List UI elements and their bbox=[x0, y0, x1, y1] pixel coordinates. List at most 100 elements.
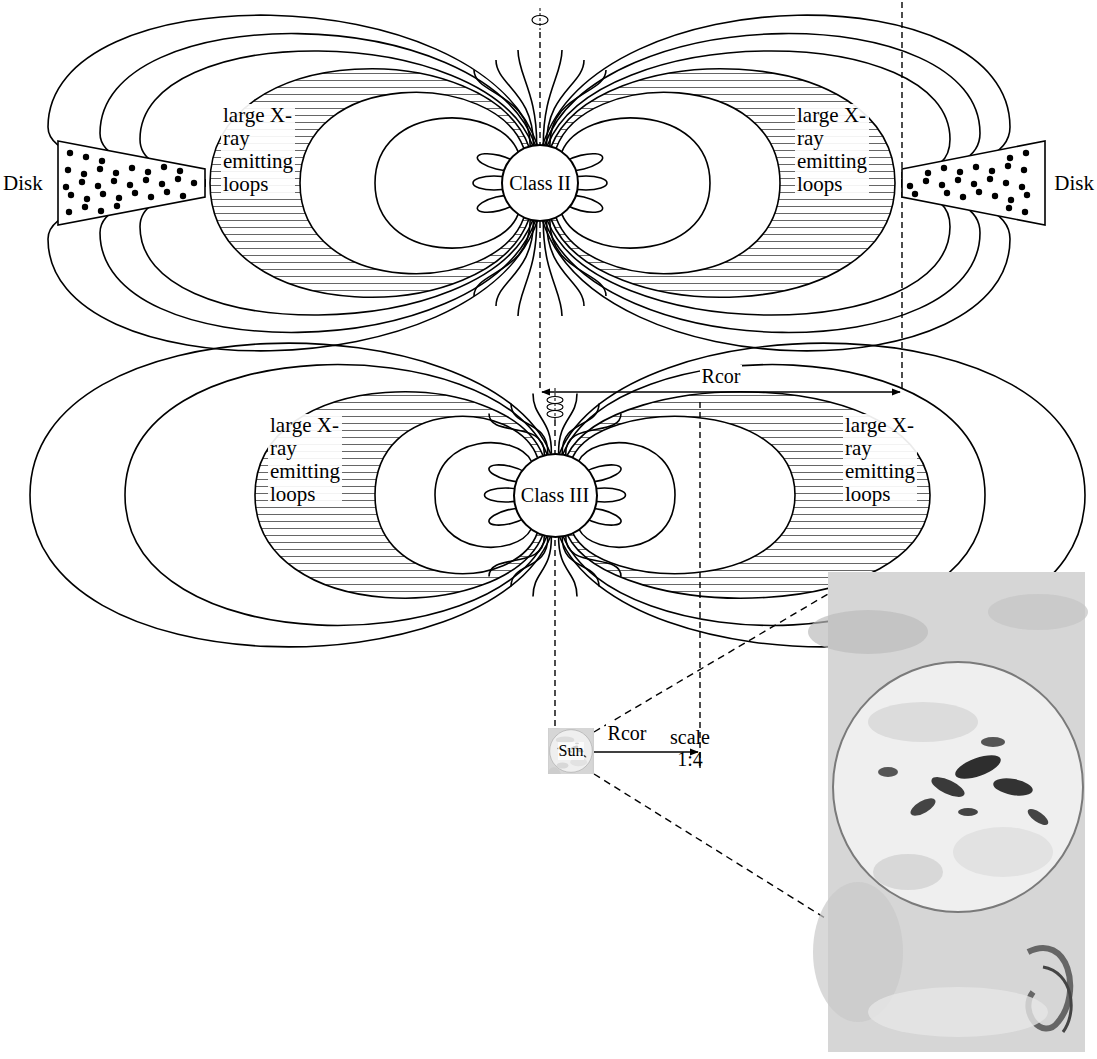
disk-particle bbox=[63, 184, 69, 190]
disk-particle bbox=[97, 166, 103, 172]
disk-particle bbox=[79, 179, 85, 185]
disk-particle bbox=[957, 169, 963, 175]
disk-particle bbox=[81, 171, 87, 177]
sun-thumbnail: Sun bbox=[548, 728, 594, 774]
open-field-line bbox=[547, 60, 584, 146]
accretion-disk: Disk bbox=[0, 133, 212, 233]
field-line bbox=[255, 392, 543, 598]
disk-particle bbox=[1003, 180, 1009, 186]
field-line bbox=[30, 343, 551, 647]
disk-particle bbox=[180, 193, 186, 199]
node-text: Sun bbox=[558, 742, 585, 760]
disk-particle bbox=[987, 176, 993, 182]
disk-particle bbox=[175, 176, 181, 182]
dimension-arrow bbox=[542, 391, 900, 392]
disk-particle bbox=[82, 204, 88, 210]
node-text: Disk bbox=[1054, 171, 1094, 195]
disk-particle bbox=[100, 191, 106, 197]
field-line bbox=[562, 118, 710, 248]
disk-particle bbox=[127, 182, 133, 188]
field-line bbox=[375, 118, 518, 248]
loop-region: large X-ray emitting loops bbox=[795, 104, 869, 196]
disk-particle bbox=[1019, 184, 1025, 190]
field-line bbox=[210, 69, 529, 297]
disk-particle bbox=[161, 164, 167, 170]
corotation-line bbox=[699, 402, 700, 770]
disk-particle bbox=[941, 165, 947, 171]
disk-particle bbox=[84, 196, 90, 202]
disk-particle bbox=[1005, 163, 1011, 169]
disk-particle bbox=[989, 168, 995, 174]
open-field-line bbox=[550, 220, 606, 296]
disk-particle bbox=[68, 192, 74, 198]
field-line bbox=[547, 51, 950, 315]
open-field-line bbox=[489, 535, 544, 576]
node-text: large X-ray emitting loops bbox=[795, 104, 869, 196]
disk-particle bbox=[95, 183, 101, 189]
disk-particle bbox=[944, 190, 950, 196]
field-lines bbox=[30, 15, 1085, 647]
open-field-line bbox=[511, 404, 548, 455]
loop-region: large X-ray emitting loops bbox=[221, 104, 295, 196]
zoom-line bbox=[594, 574, 862, 732]
star-circle: Class III bbox=[513, 453, 598, 538]
disk-particle bbox=[66, 209, 72, 215]
disk-particle bbox=[960, 194, 966, 200]
disk-particle bbox=[148, 194, 154, 200]
field-line bbox=[48, 15, 537, 351]
scale-label: scale 1:4 bbox=[668, 726, 712, 770]
disk-particle bbox=[939, 182, 945, 188]
disk-particle bbox=[145, 169, 151, 175]
disk-particle bbox=[1022, 209, 1028, 215]
open-field-line bbox=[550, 70, 606, 146]
disk-particle bbox=[98, 208, 104, 214]
field-line bbox=[125, 365, 547, 626]
hatched-region bbox=[551, 69, 895, 297]
radius-label: Rcor bbox=[606, 722, 649, 744]
disk-particle bbox=[129, 165, 135, 171]
disk-outline bbox=[902, 141, 1045, 225]
disk-particle bbox=[111, 178, 117, 184]
open-field-line bbox=[496, 220, 533, 306]
open-field-line bbox=[489, 414, 544, 455]
rotation-axis bbox=[540, 8, 541, 30]
open-field-line bbox=[566, 414, 621, 455]
disk-particle bbox=[99, 158, 105, 164]
open-field-line bbox=[543, 50, 562, 145]
field-line bbox=[567, 392, 930, 598]
disk-particle bbox=[1024, 192, 1030, 198]
open-field-line bbox=[562, 404, 599, 455]
sun-image bbox=[808, 572, 1088, 1052]
accretion-disk: Disk bbox=[893, 133, 1097, 233]
loop-region: large X-ray emitting loops bbox=[843, 414, 917, 506]
open-field-line bbox=[518, 221, 537, 316]
disk-particle bbox=[971, 181, 977, 187]
disk-particle bbox=[992, 193, 998, 199]
open-field-line bbox=[547, 220, 584, 306]
disk-particle bbox=[83, 154, 89, 160]
hatched-region bbox=[255, 392, 543, 598]
disk-particle bbox=[1007, 155, 1013, 161]
disk-particle bbox=[67, 150, 73, 156]
node-text: Class III bbox=[521, 484, 589, 506]
disk-particle bbox=[159, 181, 165, 187]
field-line bbox=[556, 92, 780, 273]
field-line bbox=[300, 92, 524, 273]
disk-particle bbox=[923, 178, 929, 184]
disk-particle bbox=[143, 177, 149, 183]
disk-particle bbox=[177, 168, 183, 174]
node-text: Disk bbox=[3, 171, 43, 195]
disk-particle bbox=[1006, 205, 1012, 211]
disk-particle bbox=[113, 170, 119, 176]
disk-particle bbox=[976, 189, 982, 195]
node-text: large X-ray emitting loops bbox=[843, 414, 917, 506]
disk-particle bbox=[973, 164, 979, 170]
disk-particle bbox=[907, 183, 913, 189]
open-field-line bbox=[543, 221, 562, 316]
open-field-line bbox=[474, 220, 530, 296]
star-circle: Class II bbox=[501, 144, 579, 222]
hatched-region bbox=[210, 69, 529, 297]
loop-region: large X-ray emitting loops bbox=[268, 414, 342, 506]
disk-particle bbox=[114, 203, 120, 209]
